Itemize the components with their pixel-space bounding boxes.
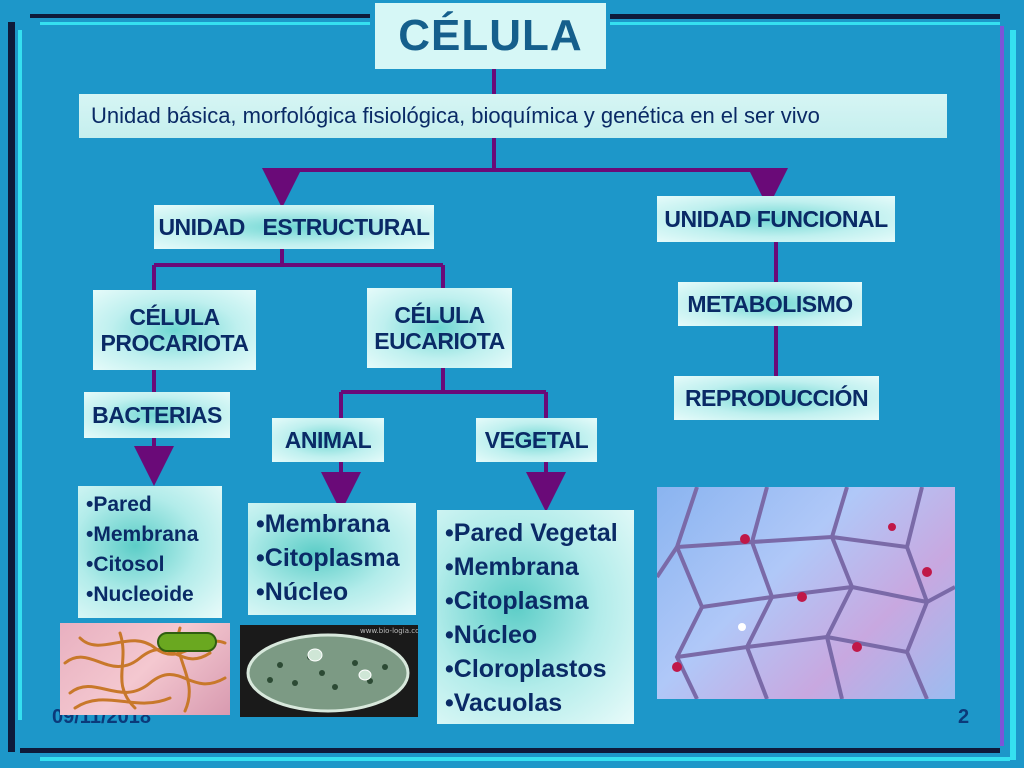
node-vegetal-label: VEGETAL: [484, 426, 589, 453]
frame-line-top-4: [40, 22, 370, 25]
footer-page-number: 2: [958, 706, 970, 728]
frame-line-right-1: [1000, 26, 1004, 746]
node-unidad-funcional-label: UNIDAD FUNCIONAL: [664, 205, 888, 232]
definition-text: Unidad básica, morfológica fisiológica, …: [91, 103, 820, 129]
frame-line-top-1: [30, 14, 370, 18]
frame-line-top-3: [610, 22, 1000, 25]
list-item: Cloroplastos: [445, 652, 626, 686]
definition-box: Unidad básica, morfológica fisiológica, …: [79, 94, 947, 138]
list-item: Nucleoide: [86, 580, 214, 610]
paramecium-illustration: www.bio-logia.com.ar: [246, 627, 418, 713]
list-item: Citosol: [86, 550, 214, 580]
frame-line-left-outer: [8, 22, 15, 752]
list-item: Citoplasma: [445, 584, 626, 618]
node-celula-procariota-line1: CÉLULA: [129, 303, 220, 330]
node-reproduccion: REPRODUCCIÓN: [674, 376, 879, 420]
frame-line-top-2: [610, 14, 1000, 19]
paramecium-photo: www.bio-logia.com.ar: [240, 625, 418, 717]
bacteria-photo: [60, 623, 230, 715]
node-celula-procariota-line2: PROCARIOTA: [100, 330, 249, 356]
node-celula-eucariota: CÉLULA EUCARIOTA: [367, 288, 512, 368]
list-item: Núcleo: [256, 575, 408, 609]
list-item: Membrana: [86, 520, 214, 550]
node-reproduccion-label: REPRODUCCIÓN: [684, 384, 869, 411]
node-metabolismo-label: METABOLISMO: [687, 290, 853, 317]
list-animal: Membrana Citoplasma Núcleo: [248, 503, 416, 615]
node-celula-procariota: CÉLULA PROCARIOTA: [93, 290, 256, 370]
list-item: Vacuolas: [445, 686, 626, 720]
list-item: Citoplasma: [256, 541, 408, 575]
onion-cells-photo: [657, 487, 955, 699]
node-metabolismo: METABOLISMO: [678, 282, 862, 326]
node-unidad-estructural: UNIDAD ESTRUCTURAL: [154, 205, 434, 249]
list-item: Pared Vegetal: [445, 516, 626, 550]
list-item: Núcleo: [445, 618, 626, 652]
list-item: Pared: [86, 490, 214, 520]
node-bacterias-label: BACTERIAS: [92, 401, 222, 428]
title-box: CÉLULA: [375, 3, 606, 69]
page-title: CÉLULA: [398, 10, 583, 60]
frame-line-left-inner: [18, 30, 22, 720]
node-animal: ANIMAL: [272, 418, 384, 462]
list-item: Membrana: [445, 550, 626, 584]
paramecium-credit: www.bio-logia.com.ar: [360, 627, 418, 635]
frame-line-right-2: [1010, 30, 1016, 760]
frame-line-bottom-2: [40, 757, 1010, 761]
node-unidad-estructural-label: UNIDAD ESTRUCTURAL: [158, 213, 430, 240]
list-item: Membrana: [256, 507, 408, 541]
list-procariota: Pared Membrana Citosol Nucleoide: [78, 486, 222, 618]
node-animal-label: ANIMAL: [284, 426, 372, 453]
bacteria-illustration: [63, 626, 227, 713]
node-celula-eucariota-line1: CÉLULA: [394, 301, 485, 328]
node-unidad-funcional: UNIDAD FUNCIONAL: [657, 196, 895, 242]
node-celula-eucariota-line2: EUCARIOTA: [374, 328, 505, 354]
onion-cells-illustration: [657, 487, 955, 699]
node-bacterias: BACTERIAS: [84, 392, 230, 438]
list-vegetal: Pared Vegetal Membrana Citoplasma Núcleo…: [437, 510, 634, 724]
frame-line-bottom-1: [20, 748, 1000, 753]
node-vegetal: VEGETAL: [476, 418, 597, 462]
